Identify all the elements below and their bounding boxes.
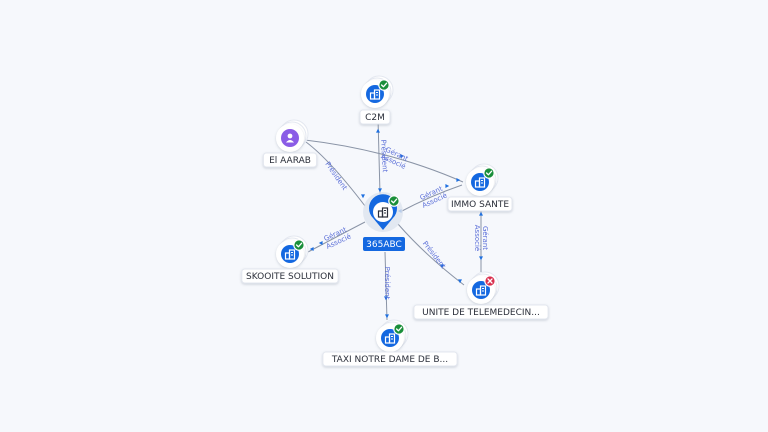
edge-line <box>384 251 388 321</box>
edge-center-unite[interactable]: Président <box>397 223 465 286</box>
edge-label: GérantAssocié <box>473 225 489 251</box>
node-label-bg <box>413 304 549 320</box>
edge-arrow <box>456 178 461 182</box>
edge-arrow <box>479 211 483 216</box>
edge-line <box>307 221 366 253</box>
edge-label-line: Président <box>323 160 348 192</box>
edge-arrow <box>400 154 405 158</box>
building-icon <box>369 89 381 100</box>
center-node[interactable]: 365ABC <box>363 192 405 251</box>
edge-label-line: Président <box>383 267 391 300</box>
building-icon <box>475 285 487 296</box>
edge-label-line: Associé <box>473 225 481 251</box>
node-label: UNITE DE TELEMEDECIN... <box>422 308 540 318</box>
edge-unite-immo[interactable]: GérantAssocié <box>473 201 489 272</box>
edge-arrow <box>384 296 388 301</box>
edge-line <box>399 184 463 213</box>
edge-arrow <box>385 314 389 319</box>
edge-label-line: Gérant <box>481 226 489 250</box>
edge-arrow <box>378 188 382 193</box>
check-badge-icon <box>388 195 400 207</box>
edge-arrow <box>479 256 483 261</box>
edge-arrow <box>361 194 365 199</box>
node-label: SKOOITE SOLUTION <box>246 272 334 282</box>
edge-center-taxi[interactable]: Président <box>383 251 391 321</box>
check-badge-icon <box>393 323 405 335</box>
building-icon <box>284 249 296 260</box>
edge-elaarab-immo[interactable]: GérantAssocié <box>304 139 464 183</box>
node-skooite[interactable]: SKOOITE SOLUTION <box>241 235 339 284</box>
building-icon <box>384 333 396 344</box>
edge-label: GérantAssocié <box>322 225 353 251</box>
edge-arrow <box>458 279 462 284</box>
edge-arrow <box>318 241 323 245</box>
edge-label: Président <box>421 240 448 271</box>
node-c2m[interactable]: C2M <box>359 75 394 125</box>
node-elaarab[interactable]: El AARAB <box>262 119 318 168</box>
node-label-bg <box>262 152 318 168</box>
building-icon <box>377 207 389 218</box>
node-label: El AARAB <box>269 156 311 166</box>
node-unite[interactable]: UNITE DE TELEMEDECIN... <box>413 271 549 320</box>
edge-label: Président <box>383 267 391 300</box>
node-label-bg <box>322 351 458 367</box>
node-label-bg <box>447 196 513 212</box>
center-label-bg <box>363 237 405 251</box>
edge-arrow <box>445 184 450 188</box>
user-icon <box>286 133 294 143</box>
nodes-layer: C2M El AARAB IMMO SANTE SKOOITE SOLUTION UNI… <box>241 75 549 367</box>
check-badge-icon <box>378 79 390 91</box>
check-badge-icon <box>293 239 305 251</box>
close-badge-icon <box>484 275 496 287</box>
node-label-bg <box>241 268 339 284</box>
node-immo[interactable]: IMMO SANTE <box>447 163 513 212</box>
edge-line <box>397 223 465 286</box>
edge-label: Président <box>323 160 348 192</box>
check-badge-icon <box>483 167 495 179</box>
node-label: C2M <box>365 113 385 123</box>
edge-c2m-center[interactable]: Président <box>376 117 389 195</box>
edge-label-line: Président <box>421 240 448 271</box>
edge-line <box>304 139 464 183</box>
edge-arrow <box>440 264 444 269</box>
center-label: 365ABC <box>366 240 402 250</box>
edge-line <box>305 141 366 207</box>
edge-label: Président <box>379 139 389 172</box>
building-icon <box>474 177 486 188</box>
edge-arrow <box>376 128 380 133</box>
edge-elaarab-center[interactable]: Président <box>305 141 366 207</box>
node-label: IMMO SANTE <box>451 200 509 210</box>
node-label: TAXI NOTRE DAME DE B... <box>331 355 448 365</box>
edge-label-line: Président <box>379 139 389 172</box>
node-label-bg <box>359 109 391 125</box>
edge-center-skooite[interactable]: GérantAssocié <box>307 221 366 253</box>
edge-label: GérantAssocié <box>418 184 449 210</box>
edge-arrow <box>309 247 314 251</box>
node-taxi[interactable]: TAXI NOTRE DAME DE B... <box>322 319 458 367</box>
